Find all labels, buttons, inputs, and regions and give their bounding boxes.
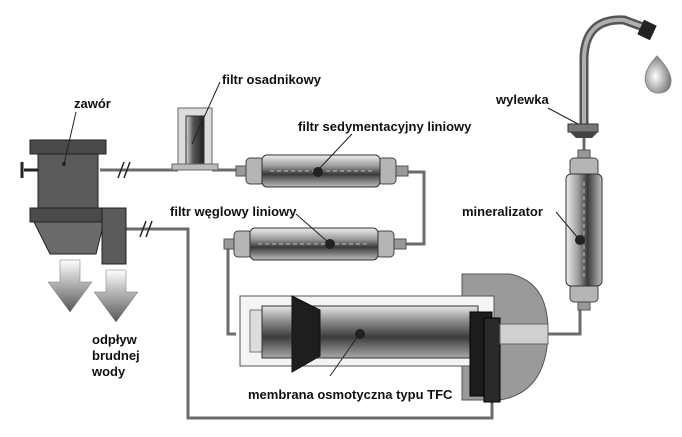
leader-lines <box>63 81 579 377</box>
label-valve: zawór <box>74 96 111 111</box>
label-drain-line3: wody <box>92 364 126 379</box>
label-sediment-filter: filtr osadnikowy <box>222 72 321 87</box>
mineralizer <box>565 149 603 311</box>
inline-sediment-filter <box>235 154 409 188</box>
label-spout: wylewka <box>496 92 549 107</box>
spout <box>567 15 657 138</box>
pipe-break-marks <box>117 161 153 238</box>
sediment-filter <box>171 107 219 171</box>
inline-carbon-filter <box>223 227 407 261</box>
label-inline-sediment-filter: filtr sedymentacyjny liniowy <box>298 119 472 134</box>
label-mineralizer: mineralizator <box>462 204 543 219</box>
leader-dots <box>62 162 66 166</box>
label-drain-line2: brudnej <box>92 348 140 363</box>
water-drop <box>644 55 672 94</box>
label-membrane: membrana osmotyczna typu TFC <box>248 387 453 402</box>
valve <box>20 139 127 265</box>
label-inline-carbon-filter: filtr węglowy liniowy <box>170 204 297 219</box>
pipes <box>100 132 586 420</box>
label-drain-line1: odpływ <box>92 332 137 347</box>
drain-arrows <box>47 259 139 323</box>
membrane-housing <box>239 273 549 403</box>
